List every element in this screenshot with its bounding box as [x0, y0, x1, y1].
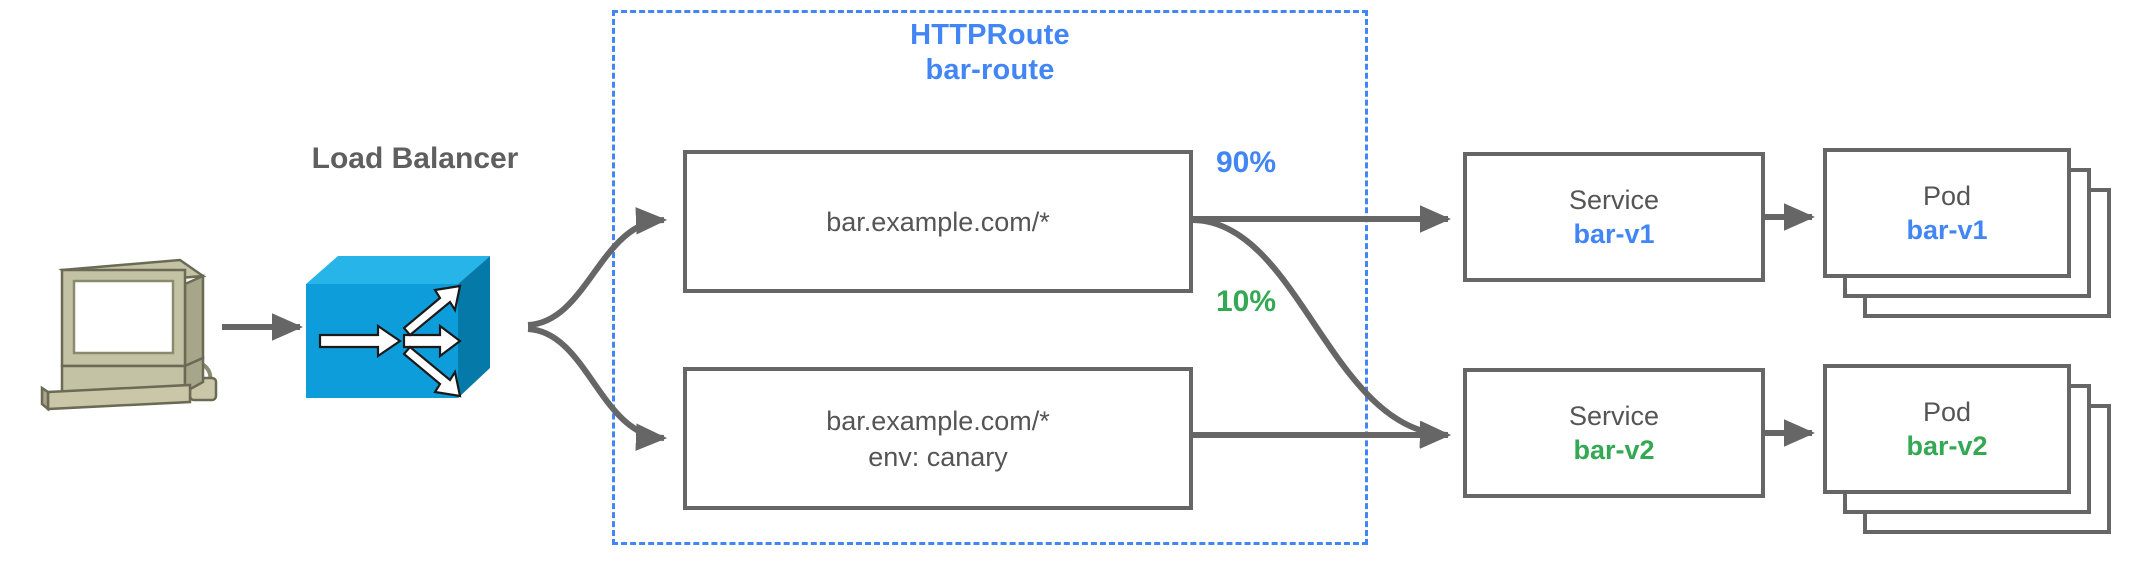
- weight-label-90: 90%: [1216, 146, 1277, 179]
- pod-card-front-2[interactable]: Pod bar-v2: [1823, 364, 2071, 494]
- route-rule-1-match: bar.example.com/*: [826, 206, 1050, 237]
- service-name-label-2: bar-v2: [1573, 435, 1655, 465]
- pod-stack-bar-v1[interactable]: Pod bar-v1: [1823, 148, 2113, 320]
- load-balancer-label: Load Balancer: [311, 142, 519, 175]
- weight-label-10: 10%: [1216, 285, 1277, 318]
- httproute-name-label: bar-route: [925, 54, 1055, 86]
- pod-name-label-2: bar-v2: [1906, 431, 1988, 461]
- route-rule-box-2[interactable]: bar.example.com/* env: canary: [683, 367, 1193, 510]
- client-computer-icon: [40, 248, 220, 413]
- network-switch-icon: [300, 250, 535, 405]
- pod-stack-bar-v2[interactable]: Pod bar-v2: [1823, 364, 2113, 536]
- route-rule-2-header: env: canary: [868, 441, 1008, 472]
- service-name-label-1: bar-v1: [1573, 219, 1655, 249]
- route-rule-2-match: bar.example.com/*: [826, 405, 1050, 436]
- service-box-bar-v1[interactable]: Service bar-v1: [1463, 152, 1765, 282]
- service-type-label-2: Service: [1568, 401, 1660, 431]
- pod-type-label-2: Pod: [1922, 397, 1972, 427]
- pod-type-label-1: Pod: [1922, 181, 1972, 211]
- httproute-title: HTTPRoute bar-route: [612, 18, 1368, 88]
- pod-name-label-1: bar-v1: [1906, 215, 1988, 245]
- route-rule-box-1[interactable]: bar.example.com/*: [683, 150, 1193, 293]
- pod-card-front-1[interactable]: Pod bar-v1: [1823, 148, 2071, 278]
- service-box-bar-v2[interactable]: Service bar-v2: [1463, 368, 1765, 498]
- httproute-kind-label: HTTPRoute: [910, 19, 1070, 51]
- service-type-label-1: Service: [1568, 185, 1660, 215]
